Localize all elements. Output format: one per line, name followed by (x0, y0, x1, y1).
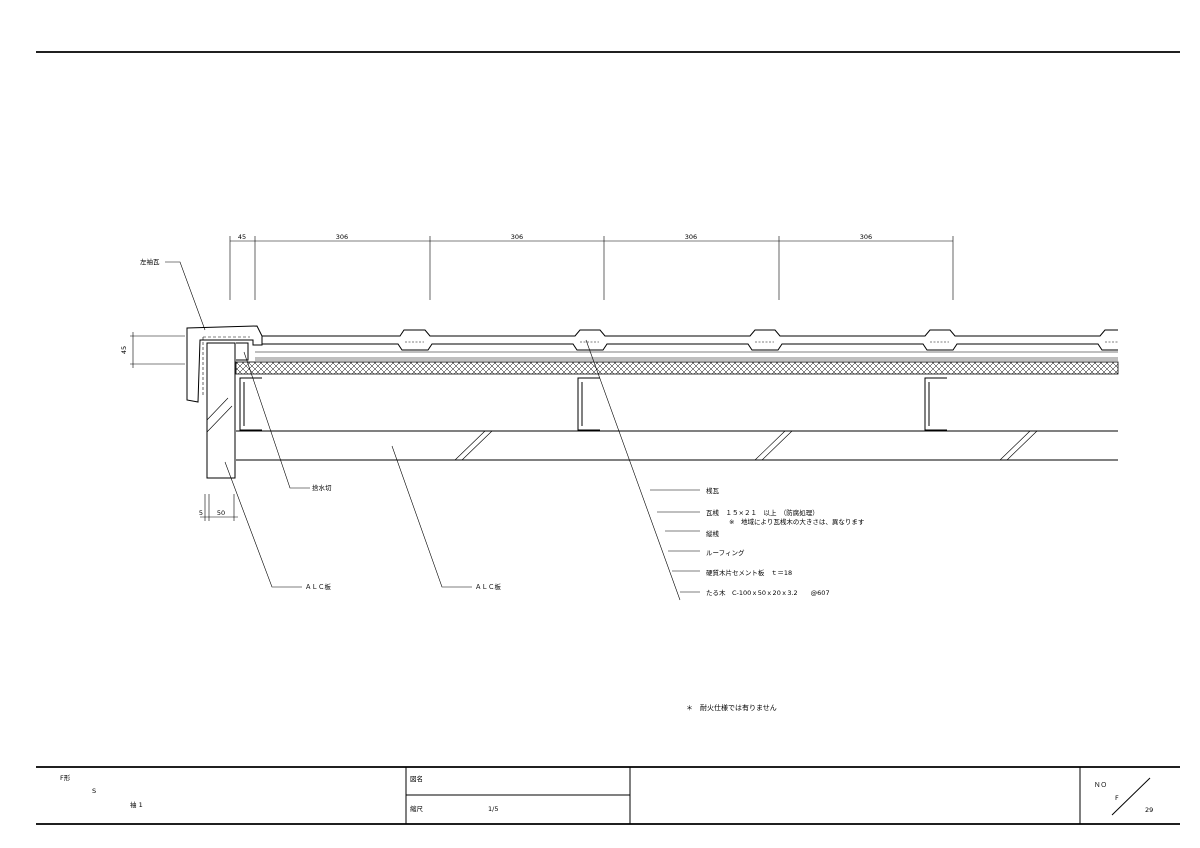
scale-value: 1/5 (488, 805, 498, 813)
label-alc-mid: ＡＬＣ板 (475, 582, 502, 591)
layer-label-2: 縦桟 (706, 529, 720, 538)
name-label: 図名 (410, 774, 423, 783)
alc-wall (206, 342, 236, 479)
title-block: F形 S 袖 1 図名 縮尺 1/5 ＮＯ F 29 (60, 767, 1153, 824)
dim-306-c: 306 (685, 233, 697, 241)
label-left-sode: 左袖瓦 (140, 257, 160, 266)
label-mizukiri: 捨水切 (312, 483, 332, 492)
no-value: 29 (1145, 806, 1153, 814)
flashing (236, 342, 249, 361)
layer-label-0: 桟瓦 (706, 486, 720, 495)
dim-5: 5 (199, 509, 203, 517)
product-name: F形 (60, 774, 71, 782)
bottom-dimension: 5 50 (199, 494, 238, 521)
scale-label: 縮尺 (410, 804, 424, 813)
dim-left-45: 45 (120, 346, 128, 354)
product-part: 袖 1 (130, 800, 143, 809)
no-prefix: F (1115, 794, 1119, 802)
product-variant: S (92, 787, 96, 795)
left-dimension: 45 (120, 332, 185, 368)
fire-note: ＊ 耐火仕様では有りません (686, 703, 777, 712)
layer-label-5: たる木 C-100ｘ50ｘ20ｘ3.2 @607 (706, 588, 830, 597)
layer-label-3: ルーフィング (706, 548, 745, 557)
dim-306-b: 306 (511, 233, 523, 241)
roof-section (186, 325, 1119, 479)
label-alc-left: ＡＬＣ板 (305, 582, 332, 591)
dim-45: 45 (238, 233, 246, 241)
layer-label-4: 硬質木片セメント板 ｔ＝18 (706, 568, 792, 577)
purlin-1 (239, 377, 262, 431)
callouts: 左袖瓦 捨水切 ＡＬＣ板 ＡＬＣ板 桟瓦 瓦桟 １５×２１ 以上 （防腐処理） … (140, 257, 865, 601)
dim-306-d: 306 (860, 233, 872, 241)
roof-tile-profile (262, 329, 1118, 337)
no-label: ＮＯ (1094, 781, 1107, 789)
layer-note: ※ 地域により瓦桟木の大きさは、異なります (729, 517, 865, 526)
cement-board (235, 361, 1119, 375)
layer-label-1: 瓦桟 １５×２１ 以上 （防腐処理） (706, 508, 819, 517)
purlin-3 (924, 377, 947, 431)
dim-50: 50 (217, 509, 225, 517)
alc-hatches (454, 430, 1038, 461)
side-tile (186, 325, 263, 403)
top-dimensions: 45 306 306 306 306 (229, 233, 954, 300)
dim-306-a: 306 (336, 233, 348, 241)
purlin-2 (577, 377, 600, 431)
